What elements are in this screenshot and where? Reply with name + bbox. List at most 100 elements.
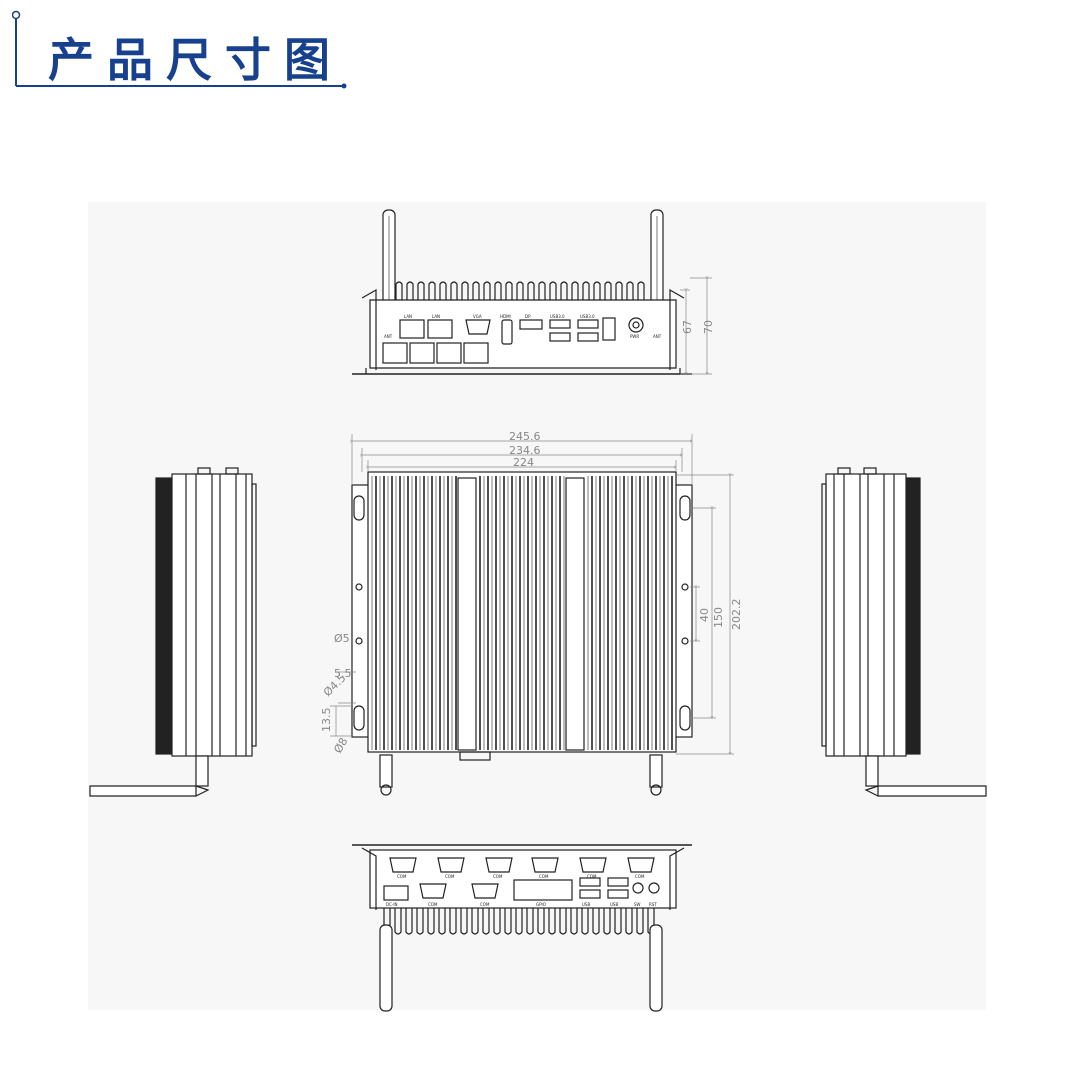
fin [516, 281, 524, 300]
fin [636, 908, 644, 935]
fin [505, 281, 513, 300]
fin [515, 908, 523, 935]
fin [604, 281, 612, 300]
fin [603, 908, 611, 935]
rear-fins [383, 908, 655, 935]
fin [626, 281, 634, 300]
fin [537, 908, 545, 935]
label-usb-1: USB3.0 [550, 314, 565, 319]
fin [482, 908, 490, 935]
label-usb-2: USB3.0 [580, 314, 595, 319]
fin [592, 908, 600, 935]
label-hdmi: HDMI [500, 314, 511, 319]
fin [504, 908, 512, 935]
fin [549, 281, 557, 300]
fin [571, 281, 579, 300]
fin [450, 281, 458, 300]
label-lan-2: LAN [432, 314, 440, 319]
fin [560, 281, 568, 300]
dim-234-6: 234.6 [509, 444, 541, 457]
fin [461, 281, 469, 300]
dim-5-5: 5.5 [334, 667, 352, 680]
fin [493, 908, 501, 935]
dim-70: 70 [702, 320, 715, 334]
label-dp: DP [525, 314, 531, 319]
label-ant-2: ANT [653, 334, 662, 339]
fin [405, 908, 413, 935]
fin [427, 908, 435, 935]
fin [494, 281, 502, 300]
fin [637, 281, 645, 300]
heatsink-fins [395, 281, 645, 300]
rear-label-com-5: COM [587, 874, 597, 879]
rear-label-sw: SW [634, 902, 641, 907]
page-header: 产品尺寸图 [12, 10, 348, 90]
side-view-left [89, 467, 257, 797]
chassis-front [369, 299, 677, 369]
dim-40: 40 [698, 608, 711, 622]
top-view [351, 471, 693, 796]
dim-224: 224 [513, 456, 534, 469]
fin [581, 908, 589, 935]
fin [582, 281, 590, 300]
rear-label-com-1: COM [397, 874, 407, 879]
dim-245-6: 245.6 [509, 430, 541, 443]
fin [439, 281, 447, 300]
front-port-labels: LAN LAN VGA HDMI DP USB3.0 USB3.0 PWR AN… [384, 314, 662, 339]
front-height-dims [680, 278, 712, 374]
rear-label-gpio: GPIO [536, 902, 546, 907]
fin [527, 281, 535, 300]
fin [548, 908, 556, 935]
label-ant-1: ANT [384, 334, 393, 339]
label-pwr: PWR [630, 334, 639, 339]
fin [471, 908, 479, 935]
fin [570, 908, 578, 935]
rear-label-com-2: COM [445, 874, 455, 879]
dim-hole-8: Ø8 [331, 735, 350, 755]
fin [406, 281, 414, 300]
rear-port-labels: COM COM COM COM COM COM DC-IN COM COM GP… [386, 874, 657, 907]
top-body [367, 471, 677, 753]
rear-label-dc-in: DC-IN [386, 902, 398, 907]
dim-67: 67 [681, 320, 694, 334]
rear-label-com-8: COM [480, 902, 490, 907]
fin [460, 908, 468, 935]
rear-label-com-4: COM [539, 874, 549, 879]
fin [615, 281, 623, 300]
fin [449, 908, 457, 935]
dim-202-2: 202.2 [730, 599, 743, 631]
rear-label-rst: RST [649, 902, 657, 907]
rear-view [352, 844, 692, 1012]
rear-label-usb-1: USB [582, 902, 590, 907]
front-view [352, 209, 692, 375]
fin [428, 281, 436, 300]
fin [416, 908, 424, 935]
label-vga: VGA [473, 314, 482, 319]
top-width-dims [330, 434, 734, 754]
fin [483, 281, 491, 300]
fin [395, 281, 403, 300]
fin [538, 281, 546, 300]
rear-label-com-6: COM [635, 874, 645, 879]
fin [625, 908, 633, 935]
rear-label-com-7: COM [428, 902, 438, 907]
fin [614, 908, 622, 935]
fin [472, 281, 480, 300]
fin [526, 908, 534, 935]
fin [438, 908, 446, 935]
header-frame [12, 10, 347, 89]
fin [559, 908, 567, 935]
side-view-right [821, 467, 987, 797]
dim-13-5: 13.5 [320, 708, 333, 733]
page-title: 产品尺寸图 [48, 33, 343, 87]
rear-label-com-3: COM [493, 874, 503, 879]
dim-150: 150 [712, 607, 725, 628]
fin [417, 281, 425, 300]
fin [394, 908, 402, 935]
top-fins [371, 476, 673, 750]
label-lan-1: LAN [404, 314, 412, 319]
fin [593, 281, 601, 300]
dim-hole-5: Ø5 [334, 632, 350, 645]
rear-label-usb-2: USB [610, 902, 618, 907]
